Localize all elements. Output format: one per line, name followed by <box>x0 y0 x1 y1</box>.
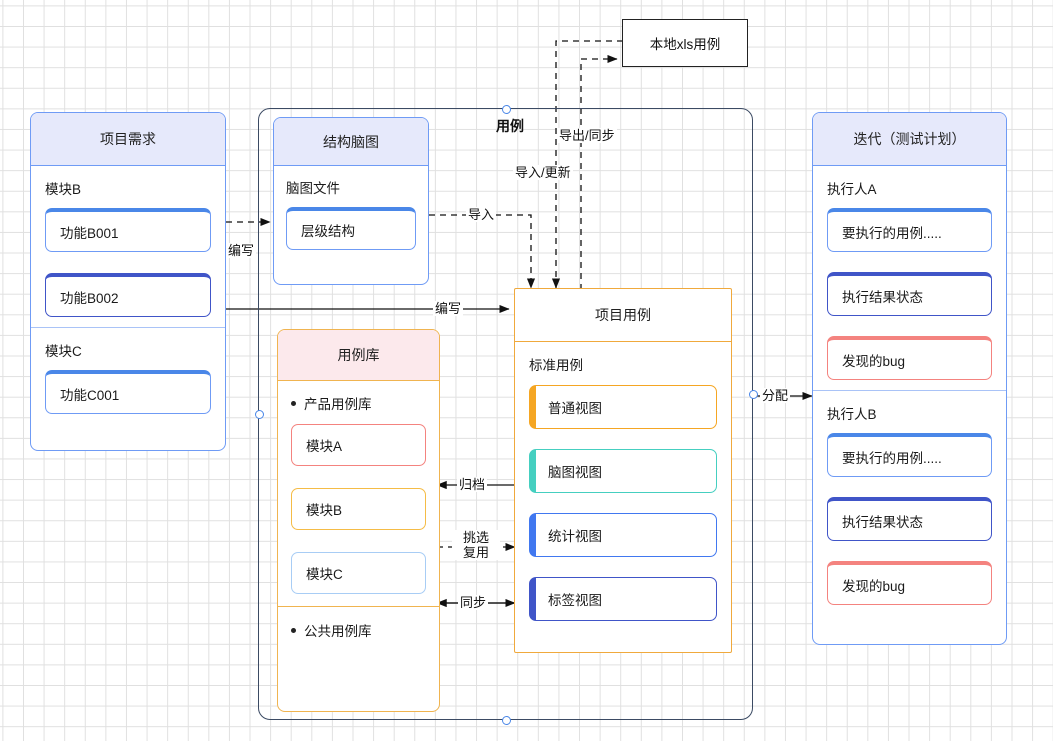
group-label-public-library: 公共用例库 <box>291 620 426 640</box>
edge-label-write-case: 编写 <box>433 301 464 316</box>
group-title: 用例 <box>496 118 524 134</box>
chip-library-moduleC[interactable]: 模块C <box>291 552 426 594</box>
edge-label-pick: 挑选 <box>452 530 500 545</box>
chip-functionB001[interactable]: 功能B001 <box>45 208 211 252</box>
chip-statistics-view[interactable]: 统计视图 <box>529 513 717 557</box>
chip-executorB-result[interactable]: 执行结果状态 <box>827 497 992 541</box>
group-handle-top[interactable] <box>502 105 511 114</box>
chip-executorB-bug[interactable]: 发现的bug <box>827 561 992 605</box>
card-structure-mindmap-title: 结构脑图 <box>274 118 428 166</box>
chip-executorB-cases[interactable]: 要执行的用例..... <box>827 433 992 477</box>
chip-library-moduleB[interactable]: 模块B <box>291 488 426 530</box>
edge-label-archive: 归档 <box>457 477 488 492</box>
edge-label-assign: 分配 <box>760 388 791 403</box>
edge-label-reuse: 复用 <box>452 545 500 560</box>
group-handle-left[interactable] <box>255 410 264 419</box>
group-handle-right[interactable] <box>749 390 758 399</box>
section-label-moduleB: 模块B <box>45 182 82 197</box>
section-label-standard-case: 标准用例 <box>529 358 583 373</box>
card-case-library[interactable]: 用例库 产品用例库 模块A 模块B 模块C 公共用例库 <box>277 329 440 712</box>
edge-label-write-mindmap: 编写 <box>226 243 257 258</box>
chip-hierarchy[interactable]: 层级结构 <box>286 207 416 250</box>
local-xls-case-box[interactable]: 本地xls用例 <box>622 19 748 67</box>
edge-label-export-sync: 导出/同步 <box>557 128 617 143</box>
card-project-case[interactable]: 项目用例 标准用例 普通视图 脑图视图 统计视图 标签视图 <box>514 288 732 653</box>
section-label-executorB: 执行人B <box>827 407 877 422</box>
section-label-moduleC: 模块C <box>45 344 82 359</box>
chip-executorA-cases[interactable]: 要执行的用例..... <box>827 208 992 252</box>
card-structure-mindmap[interactable]: 结构脑图 脑图文件 层级结构 <box>273 117 429 285</box>
section-label-executorA: 执行人A <box>827 182 877 197</box>
chip-library-moduleA[interactable]: 模块A <box>291 424 426 466</box>
card-iteration-title: 迭代（测试计划） <box>813 113 1006 166</box>
edge-label-import: 导入 <box>466 207 497 222</box>
card-iteration[interactable]: 迭代（测试计划） 执行人A 要执行的用例..... 执行结果状态 发现的bug … <box>812 112 1007 645</box>
local-xls-case-label: 本地xls用例 <box>649 37 721 52</box>
edge-label-sync: 同步 <box>458 595 489 610</box>
edge-label-pick-reuse: 挑选 复用 <box>452 530 500 560</box>
group-handle-bottom[interactable] <box>502 716 511 725</box>
chip-executorA-result[interactable]: 执行结果状态 <box>827 272 992 316</box>
section-divider <box>31 327 225 328</box>
edge-label-import-update: 导入/更新 <box>513 165 573 180</box>
chip-executorA-bug[interactable]: 发现的bug <box>827 336 992 380</box>
card-project-requirement[interactable]: 项目需求 模块B 功能B001 功能B002 模块C 功能C001 <box>30 112 226 451</box>
section-divider <box>813 390 1006 391</box>
chip-functionB002[interactable]: 功能B002 <box>45 273 211 317</box>
chip-mindmap-view[interactable]: 脑图视图 <box>529 449 717 493</box>
section-label-mindmap-file: 脑图文件 <box>286 181 340 196</box>
chip-tag-view[interactable]: 标签视图 <box>529 577 717 621</box>
chip-functionC001[interactable]: 功能C001 <box>45 370 211 414</box>
chip-normal-view[interactable]: 普通视图 <box>529 385 717 429</box>
card-project-requirement-title: 项目需求 <box>31 113 225 166</box>
group-label-product-library: 产品用例库 <box>291 393 426 413</box>
card-project-case-title: 项目用例 <box>515 289 731 342</box>
card-case-library-title: 用例库 <box>278 330 439 381</box>
